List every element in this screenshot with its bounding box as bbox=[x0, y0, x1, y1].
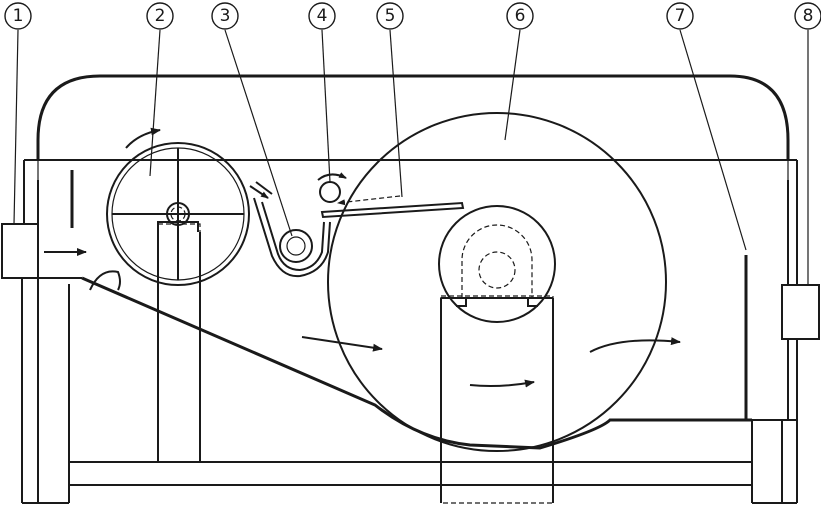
guide-roller bbox=[253, 197, 331, 278]
callout-8: 8 bbox=[794, 2, 821, 30]
callout-2: 2 bbox=[146, 2, 174, 30]
top-roller bbox=[319, 181, 341, 203]
callout-5: 5 bbox=[376, 2, 404, 30]
svg-text:7: 7 bbox=[675, 6, 686, 26]
callouts: 1 2 3 4 5 6 7 8 bbox=[4, 2, 821, 30]
callout-7: 7 bbox=[666, 2, 694, 30]
svg-text:1: 1 bbox=[13, 6, 24, 26]
svg-text:8: 8 bbox=[803, 6, 814, 26]
housing-cover bbox=[23, 74, 798, 180]
svg-text:5: 5 bbox=[385, 6, 396, 26]
callout-6: 6 bbox=[506, 2, 534, 30]
hopper-bottom bbox=[81, 270, 752, 450]
inlet-duct bbox=[1, 180, 39, 279]
base-frame bbox=[21, 277, 798, 504]
scraper-blade bbox=[320, 201, 465, 219]
svg-text:4: 4 bbox=[317, 6, 328, 26]
callout-4: 4 bbox=[308, 2, 336, 30]
outlet-duct bbox=[781, 180, 820, 340]
large-drum bbox=[327, 112, 667, 504]
callout-1: 1 bbox=[4, 2, 32, 30]
callout-3: 3 bbox=[211, 2, 239, 30]
leader-lines bbox=[13, 29, 809, 285]
svg-text:6: 6 bbox=[515, 6, 526, 26]
spoked-wheel bbox=[106, 142, 250, 463]
flow-arrows bbox=[44, 127, 681, 388]
svg-text:2: 2 bbox=[155, 6, 166, 26]
svg-text:3: 3 bbox=[220, 6, 231, 26]
